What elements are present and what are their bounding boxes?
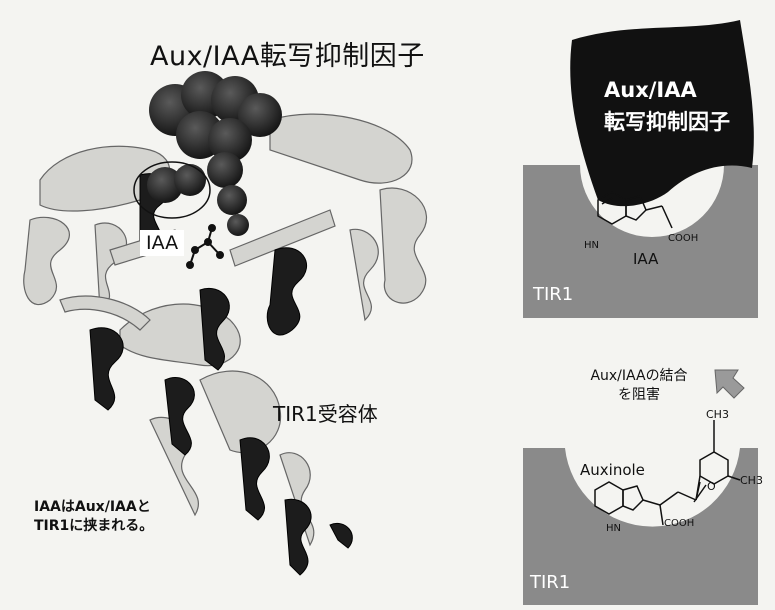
aux-iaa-title: Aux/IAA転写抑制因子	[150, 34, 425, 73]
methyl-label-1: CH3	[706, 408, 729, 421]
repressor-label-line2: 転写抑制因子	[604, 106, 730, 136]
repressor-label-line1: Aux/IAA	[604, 78, 697, 102]
tir1-receptor-label: TIR1受容体	[273, 398, 378, 427]
iaa-label: IAA	[140, 230, 184, 256]
cooh-label-top: COOH	[668, 233, 698, 244]
inhibition-note: Aux/IAAの結合を阻害	[589, 367, 689, 405]
hn-label-bottom: HN	[606, 523, 621, 534]
cooh-label-bottom: COOH	[664, 518, 694, 529]
caption: IAAはAux/IAAとTIR1に挟まれる。	[34, 498, 164, 536]
iaa-chem-label: IAA	[633, 250, 658, 268]
auxinole-label: Auxinole	[580, 461, 645, 479]
down-arrow-icon	[715, 370, 744, 398]
methyl-label-2: CH3	[740, 474, 763, 487]
schematic-bottom	[523, 370, 758, 605]
tir1-label-top: TIR1	[533, 284, 573, 305]
tir1-label-bottom: TIR1	[530, 572, 570, 593]
oxygen-label: O	[707, 480, 716, 493]
hn-label-top: HN	[584, 240, 599, 251]
schematic-top	[523, 20, 758, 318]
